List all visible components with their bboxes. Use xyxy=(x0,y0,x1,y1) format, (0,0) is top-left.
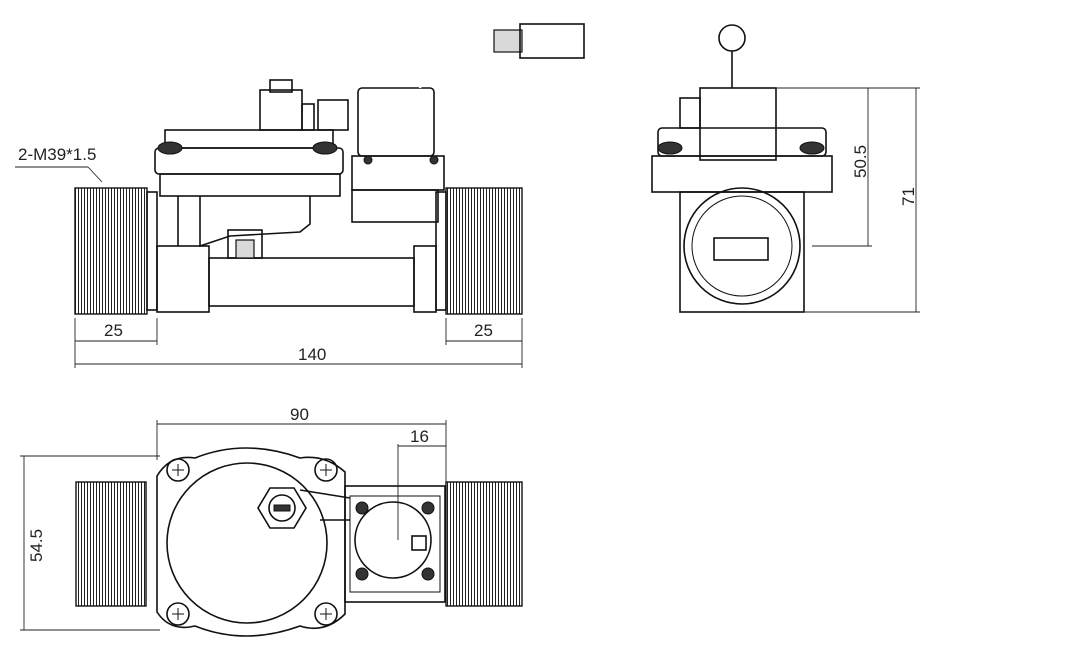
dim-total-height: 71 xyxy=(899,187,918,206)
connector-plug xyxy=(519,23,585,59)
dim-total-length: 140 xyxy=(298,345,326,364)
right-thread xyxy=(445,187,523,315)
pipe-bore xyxy=(683,187,801,305)
thread-spec-label: 2-M39*1.5 xyxy=(18,145,96,164)
dim-inner-height: 50.5 xyxy=(851,145,870,178)
dim-body-depth: 54.5 xyxy=(27,529,46,562)
dim-coil-offset: 16 xyxy=(410,427,429,446)
left-thread xyxy=(74,187,148,315)
side-view xyxy=(651,24,920,313)
solenoid-coil xyxy=(357,87,435,157)
dim-right-thread: 25 xyxy=(474,321,493,340)
front-view xyxy=(15,23,585,368)
top-view xyxy=(20,420,523,637)
dim-left-thread: 25 xyxy=(104,321,123,340)
diaphragm-cover xyxy=(154,147,344,175)
dim-body-width: 90 xyxy=(290,405,309,424)
